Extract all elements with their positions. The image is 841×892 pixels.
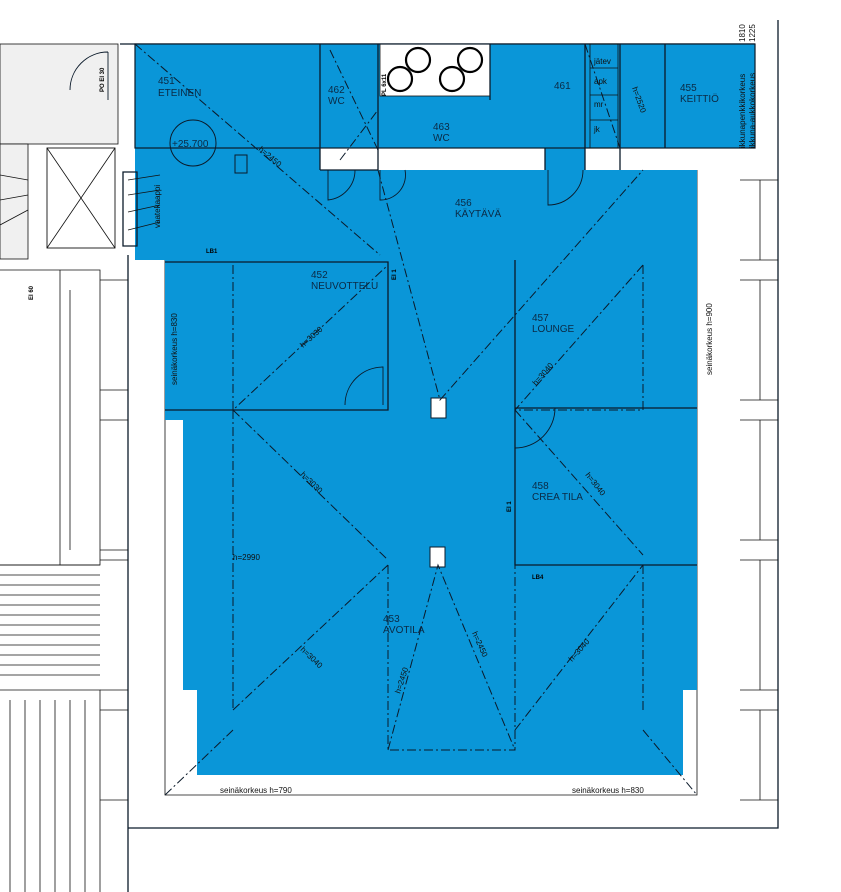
windows-left <box>100 279 128 801</box>
room-name: KÄYTÄVÄ <box>455 208 501 220</box>
freezer-label: jk <box>593 125 601 134</box>
room-number: 453 <box>383 614 400 625</box>
room-name: ETEINEN <box>158 88 201 99</box>
window-opening-label: ikkuna-aukkokorkeus <box>748 73 757 148</box>
doors <box>327 169 584 449</box>
fire-tag: LB1 <box>206 249 218 255</box>
room-name: CREA TILA <box>532 492 583 503</box>
stove-label: PL 6x11 <box>382 73 388 96</box>
wall-height-label: seinäkorkeus h=900 <box>705 303 714 375</box>
room-number: 463 <box>433 122 450 133</box>
fire-tag: EI 60 <box>29 285 35 300</box>
level-marker <box>169 119 217 167</box>
room-number: 451 <box>158 76 175 87</box>
room-number: 461 <box>554 81 571 92</box>
kitchen-units <box>589 43 619 149</box>
room-name: LOUNGE <box>532 324 575 335</box>
windows-right <box>740 179 778 801</box>
room-number: 458 <box>532 481 549 492</box>
room-name: KEITTIÖ <box>680 93 719 105</box>
column <box>430 397 447 419</box>
room-name: WC <box>328 96 345 107</box>
column <box>429 546 446 568</box>
fire-tag: EI 1 <box>392 269 398 280</box>
height-label: h=2990 <box>233 553 260 562</box>
window-opening-value: 1225 <box>748 24 757 42</box>
room-name: WC <box>433 133 450 144</box>
room-number: 457 <box>532 313 549 324</box>
stairwell <box>0 43 119 892</box>
window-sill-value: 1810 <box>738 24 747 42</box>
dishwasher-label: apk <box>594 77 608 86</box>
wall-height-label: seinäkorkeus h=830 <box>170 313 179 385</box>
fire-tag: LB4 <box>532 575 544 581</box>
wardrobe-label: vaatekaappi <box>153 185 162 228</box>
fire-tag: EI 1 <box>507 501 513 512</box>
room-number: 456 <box>455 198 472 209</box>
wall-height-label: seinäkorkeus h=790 <box>220 786 292 795</box>
stove-icon <box>386 46 484 93</box>
floor-level: +25.700 <box>172 139 209 150</box>
stair-steps <box>0 564 101 892</box>
room-number: 452 <box>311 270 328 281</box>
room-number: 455 <box>680 83 697 94</box>
stove-area <box>379 43 491 97</box>
shaft <box>46 147 116 249</box>
fire-tag: PO EI 30 <box>100 67 106 92</box>
room-name: NEUVOTTELU <box>311 281 378 292</box>
room-name: AVOTILA <box>383 625 425 636</box>
column <box>234 154 248 174</box>
wall-height-label: seinäkorkeus h=830 <box>572 786 644 795</box>
wardrobe <box>122 171 138 247</box>
waste-label: jätev <box>593 57 611 66</box>
ceiling-lines <box>134 43 698 796</box>
fridge-label: mr <box>594 100 604 109</box>
window-sill-label: ikkunapenkkikorkeus <box>738 74 747 148</box>
room-number: 462 <box>328 85 345 96</box>
